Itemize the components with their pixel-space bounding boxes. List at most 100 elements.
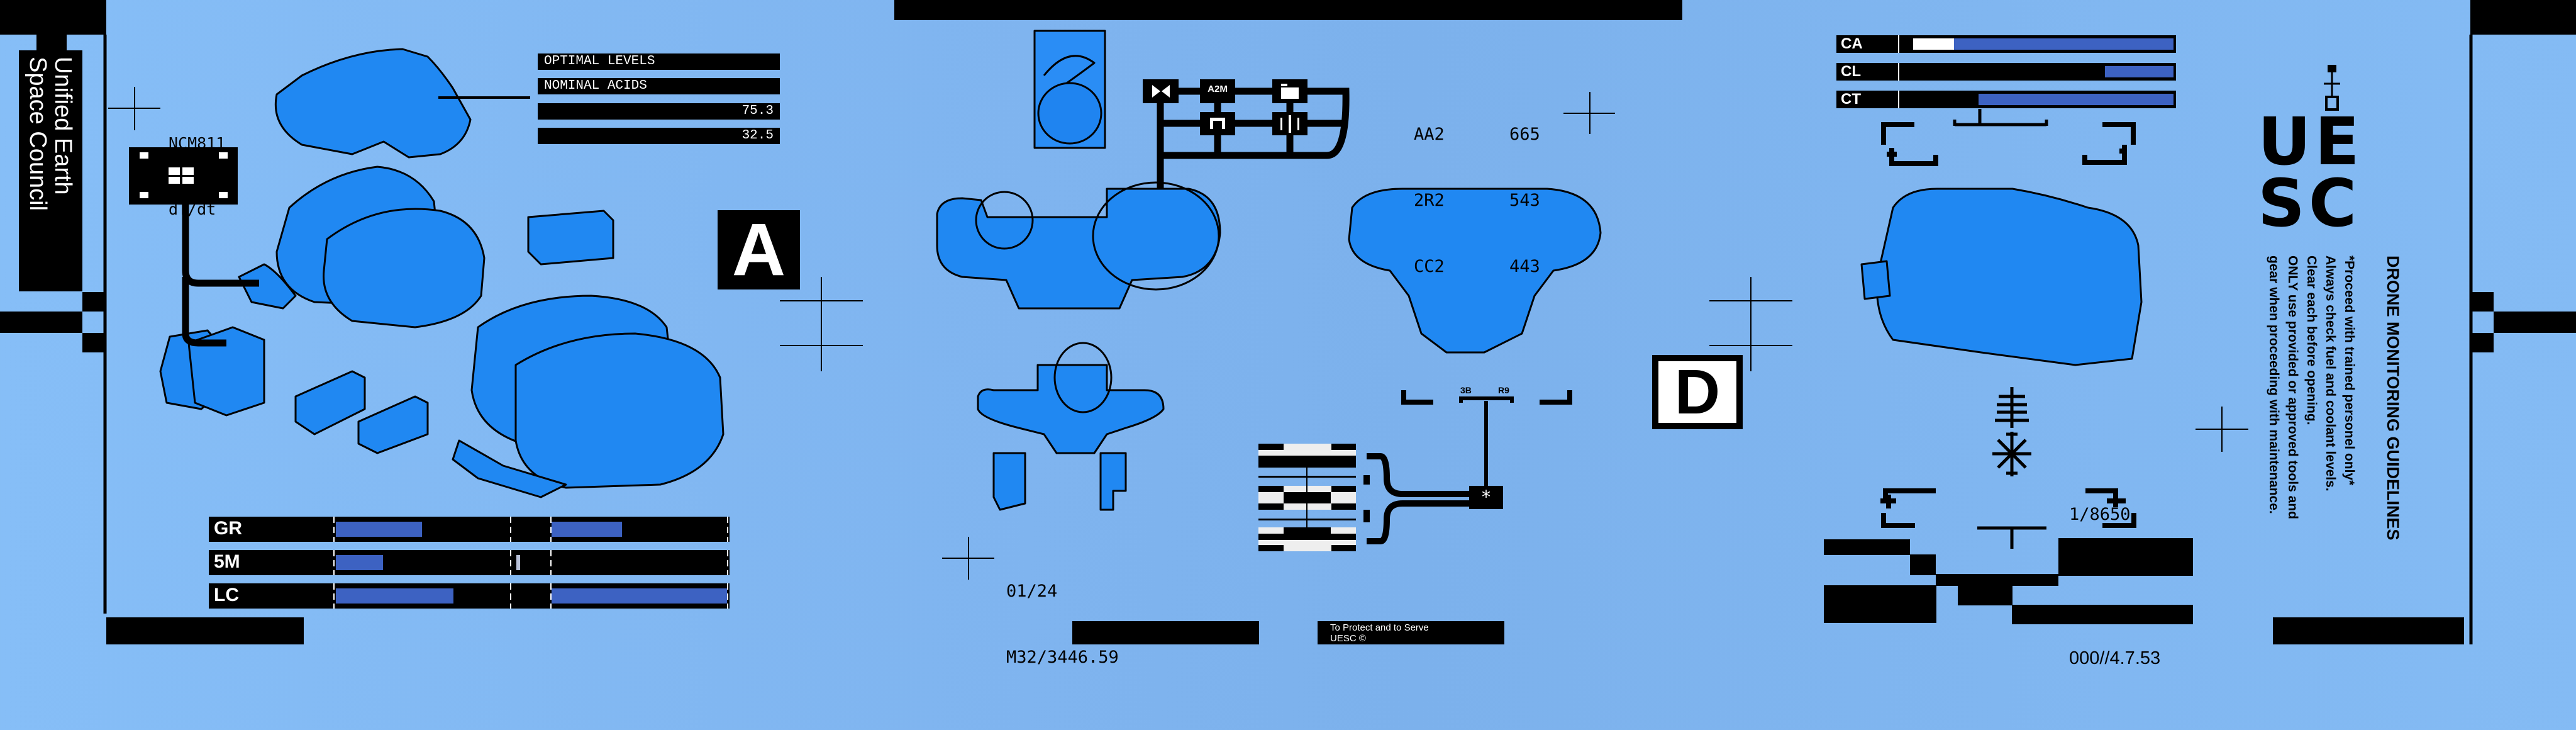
bracket-label-left: 3B: [1460, 385, 1472, 395]
pixel-block: [1936, 574, 2058, 586]
gauge-fill: [336, 522, 422, 537]
gauge-label: CA: [1841, 35, 1863, 52]
gauge-fill: [1979, 94, 2174, 105]
gauge-fill: [336, 555, 384, 570]
drone-part-arm: [294, 370, 366, 435]
gauge-tick: [550, 550, 552, 575]
gauge-fill: [2105, 66, 2174, 77]
gauge-bar: LC: [209, 583, 730, 609]
gauge-tick: [727, 583, 728, 609]
corner-block-top-right: [2470, 0, 2576, 35]
drone-part-arm-2: [357, 395, 429, 454]
gauge-bar: GR: [209, 517, 730, 542]
gauge-tick: [510, 550, 511, 575]
footer-motto-box: To Protect and to Serve UESC ©: [1318, 621, 1504, 644]
pixel-block: [1824, 585, 1936, 623]
bracket-label-right: R9: [1498, 385, 1509, 395]
star-icon: *: [1482, 486, 1491, 507]
gauge-bar: CL: [1836, 63, 2176, 81]
gauge-fill: [552, 588, 727, 604]
uesc-logo: UESC: [2258, 103, 2363, 242]
drone-front-view: [1348, 188, 1602, 354]
gauge-tick: [510, 517, 511, 542]
stem-block: [36, 35, 67, 50]
barcode-graphic: [1258, 444, 1356, 551]
gauge-label: CL: [1841, 63, 1861, 80]
pixel-block: [2058, 538, 2193, 576]
guideline-line: gear when proceeding with maintenance.: [2267, 256, 2281, 514]
antenna-icon: [1995, 387, 2029, 428]
notch-block: [82, 292, 105, 312]
gauge-tick: [550, 517, 552, 542]
org-name: Unified Earth Space Council: [25, 57, 76, 211]
guideline-line: ONLY use provided or approved tools and: [2285, 256, 2300, 519]
tag-value-1: 75.3: [538, 103, 780, 120]
guideline-line: Clear each before opening.: [2304, 256, 2319, 425]
drone-skid-lower: [452, 439, 567, 498]
readout-cell-type: NCM811: [169, 134, 226, 152]
org-name-line1: Unified Earth: [50, 57, 76, 195]
gauge-label: GR: [214, 518, 242, 539]
section-letter-d: D: [1652, 355, 1743, 429]
snowflake-icon: [1992, 432, 2031, 476]
readout-version: 000//4.7.53: [2069, 648, 2161, 668]
gauge-divider: [1898, 35, 1899, 53]
gauge-tick: [510, 583, 511, 609]
gauge-bar: 5M: [209, 550, 730, 575]
drone-part-top: [274, 48, 472, 159]
notch-block: [2471, 333, 2494, 352]
org-name-box: Unified Earth Space Council: [19, 50, 82, 291]
gauge-tick: [550, 583, 552, 609]
guideline-line: *Proceed with trained personel only*: [2342, 256, 2357, 486]
gauge-tick: [727, 550, 728, 575]
org-name-line2: Space Council: [25, 57, 51, 211]
pixel-block: [2012, 605, 2193, 624]
readout-serial: M32/3446.59: [1006, 648, 1119, 667]
drone-pod-upper-2: [323, 208, 486, 328]
notch-block: [2471, 292, 2494, 312]
mark-icon: [2324, 72, 2340, 111]
gauge-label: CT: [1841, 91, 1861, 108]
footer-motto: To Protect and to Serve: [1330, 622, 1429, 633]
pixel-block: [1958, 586, 2012, 605]
footer-block-center: [1072, 621, 1259, 644]
section-letter-a: A: [718, 210, 800, 289]
readout-rate: dT/dt: [169, 200, 216, 218]
readout-date: 01/24: [1006, 581, 1058, 601]
pixel-block: [1910, 554, 1936, 575]
gauge-fill: [552, 522, 622, 537]
left-readout: NCM811 dT/dt: [169, 88, 225, 242]
center-readout: 01/24 M32/3446.59: [1006, 536, 1119, 690]
notch-bar: [2494, 312, 2576, 333]
drone-part-small-left-2: [187, 326, 265, 417]
pixel-block: [1824, 539, 1910, 555]
gauge-bar: CA: [1836, 35, 2176, 53]
corner-block-top-left: [0, 0, 106, 35]
right-readout: 1/8650 000//4.7.53: [2069, 395, 2160, 730]
gauge-divider: [1898, 63, 1899, 81]
gauge-marker: [516, 555, 521, 570]
guidelines: DRONE MONITORING GUIDELINES *Proceed wit…: [2264, 256, 2402, 541]
gauge-fill-white: [1913, 38, 1955, 50]
artwork-layer: *: [103, 30, 2473, 644]
tag-nominal-acids: NOMINAL ACIDS: [538, 78, 780, 94]
drone-rear-view: [1875, 188, 2143, 366]
circuit-node-label: A2M: [1208, 84, 1228, 94]
drone-box-right: [527, 210, 614, 266]
gauge-bar: CT: [1836, 91, 2176, 108]
gauge-tick: [333, 517, 335, 542]
gauge-label: LC: [214, 585, 239, 605]
gauge-tick: [333, 550, 335, 575]
drone-top-view: [936, 188, 1221, 310]
crosshair-icons: [108, 87, 2248, 580]
notch-block: [82, 333, 105, 352]
footer-block-right: [2273, 617, 2464, 644]
tag-value-2: 32.5: [538, 128, 780, 144]
footer-copyright: UESC ©: [1330, 633, 1366, 644]
gauge-divider: [1898, 91, 1899, 108]
guidelines-title: DRONE MONITORING GUIDELINES: [2384, 256, 2402, 541]
